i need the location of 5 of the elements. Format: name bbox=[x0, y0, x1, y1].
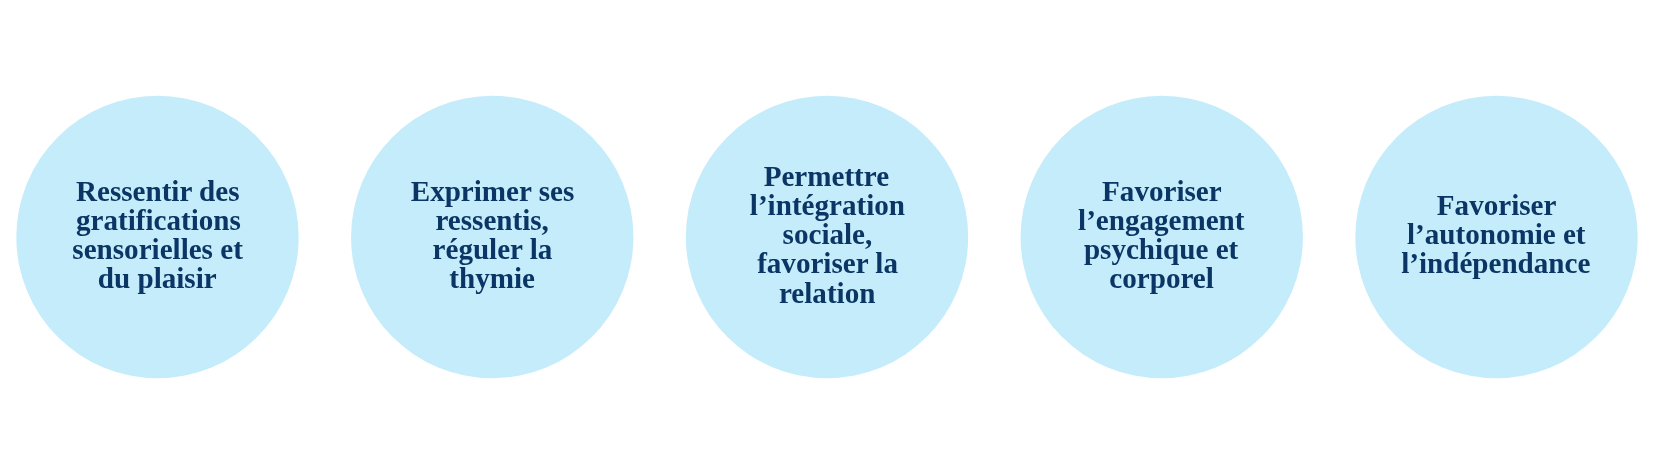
node-circle: Favoriser l’engagement psychique et corporel bbox=[1020, 95, 1303, 379]
node-circle: Favoriser l’autonomie et l’indépendance bbox=[1355, 95, 1638, 379]
node-circle: Permettre l’intégration sociale, favoriser la relation bbox=[685, 95, 969, 379]
node-circle: Ressentir des gratifications sensorielles et du plaisir bbox=[16, 95, 299, 379]
node-circle: Exprimer ses ressentis, réguler la thymie bbox=[351, 95, 634, 379]
